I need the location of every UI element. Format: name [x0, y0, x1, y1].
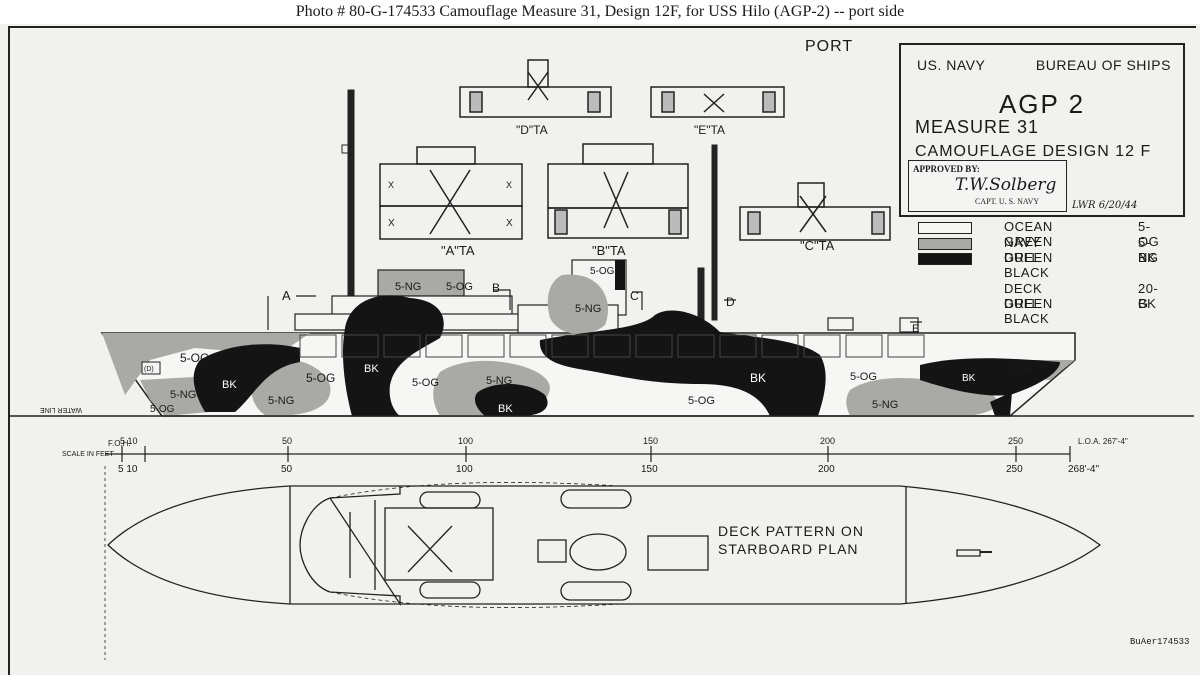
label-og-5: 5-OG — [446, 281, 473, 293]
legend-name: DULL BLACK — [1004, 296, 1050, 326]
photo-caption: Photo # 80-G-174533 Camouflage Measure 3… — [0, 0, 1200, 24]
archive-stamp: BuAer174533 — [1130, 637, 1190, 647]
measure-title: MEASURE 31 — [915, 117, 1040, 137]
section-e-label: "E"TA — [694, 123, 725, 137]
label-og-4: 5-OG — [412, 377, 439, 389]
legend-name: NAVY GREEN — [1004, 235, 1053, 265]
deck-note-line-2: STARBOARD PLAN — [718, 541, 859, 557]
legend-name: OCEAN GREEN — [1004, 219, 1053, 249]
tick-top-4: 200 — [820, 436, 835, 446]
deck-note-line-1: DECK PATTERN ON — [718, 523, 864, 539]
label-og-3: 5-OG — [306, 371, 335, 385]
svg-text:X: X — [506, 180, 512, 190]
waterline-label: WATER LINE — [40, 406, 82, 413]
label-ng-2: 5-NG — [268, 395, 294, 407]
ship-profile: (D) 5-OG 5-NG 5-OG BK 5-NG 5-OG BK 5-OG … — [100, 259, 1076, 417]
marker-a: A — [282, 288, 291, 303]
tick-bot-2: 100 — [456, 464, 473, 475]
hull-number: AGP 2 — [998, 89, 1086, 119]
svg-text:X: X — [388, 180, 394, 190]
scale-bar — [104, 446, 1071, 660]
marker-d: D — [726, 295, 735, 309]
label-ng-5: 5-NG — [575, 303, 601, 315]
legend-swatch — [918, 238, 972, 250]
label-og-8: 5-OG — [850, 371, 877, 383]
legend-code: 5-OG — [1138, 219, 1160, 249]
tick-bot-1: 50 — [281, 464, 293, 475]
approved-label: APPROVED BY: — [913, 164, 980, 174]
label-bk-5: BK — [962, 373, 976, 384]
label-ng-1: 5-NG — [170, 389, 196, 401]
legend-code: 5-NG — [1138, 235, 1159, 265]
marker-b: B — [492, 281, 500, 295]
tick-top-2: 100 — [458, 436, 473, 446]
tick-bot-4: 200 — [818, 464, 835, 475]
tick-bot-3: 150 — [641, 464, 658, 475]
section-d — [459, 59, 612, 118]
label-bk-4: BK — [750, 371, 766, 385]
label-og-6: 5-OG — [590, 266, 615, 277]
legend-name: DECK GREEN — [1004, 281, 1053, 311]
tick-top-0: 5 10 — [120, 436, 138, 446]
deck-plan — [107, 482, 1102, 608]
legend-code: 20-G — [1138, 281, 1159, 311]
foh-label: F.O.H. — [108, 439, 131, 448]
marker-e: E — [912, 323, 919, 335]
label-bk-3: BK — [498, 403, 513, 415]
legend-name: DULL BLACK — [1004, 250, 1050, 280]
tick-bot-5: 250 — [1006, 464, 1023, 475]
label-ng-3: 5-NG — [395, 281, 421, 293]
drafter-mark: LWR 6/20/44 — [1072, 200, 1138, 211]
title-block: US. NAVY BUREAU OF SHIPS AGP 2 MEASURE 3… — [899, 43, 1185, 217]
section-a: X X X X — [379, 146, 523, 240]
title-org-row: US. NAVY BUREAU OF SHIPS — [917, 57, 1171, 73]
loa-label: L.O.A. 267'-4" — [1078, 437, 1128, 446]
svg-text:X: X — [388, 218, 395, 229]
tick-bot-0: 5 10 — [118, 464, 138, 475]
loa-value: 268'-4" — [1068, 464, 1099, 475]
org-right: BUREAU OF SHIPS — [1035, 57, 1171, 73]
label-bk-1: BK — [222, 379, 237, 391]
legend-swatch — [918, 253, 972, 265]
label-og-7: 5-OG — [688, 395, 715, 407]
tick-top-5: 250 — [1008, 436, 1023, 446]
section-a-label: "A"TA — [441, 243, 475, 258]
section-markers — [267, 289, 922, 330]
deck-pattern-note: DECK PATTERN ON STARBOARD PLAN — [718, 522, 864, 558]
label-og-9: 5-OG — [1008, 364, 1033, 375]
label-ng-6: 5-NG — [872, 399, 898, 411]
svg-text:X: X — [506, 218, 513, 229]
section-b-label: "B"TA — [592, 243, 626, 258]
org-left: US. NAVY — [917, 57, 986, 73]
legend-code: BK — [1138, 296, 1157, 311]
label-og-2: 5-OG — [150, 404, 175, 415]
approver-rank: CAPT. U. S. NAVY — [975, 197, 1040, 206]
tick-top-1: 50 — [282, 436, 292, 446]
approval-stamp: APPROVED BY: T.W.Solberg CAPT. U. S. NAV… — [908, 160, 1067, 212]
view-label: PORT — [805, 38, 854, 55]
label-ng-4: 5-NG — [486, 375, 512, 387]
scale-label: SCALE IN FEET — [62, 451, 114, 458]
label-bk-2: BK — [364, 363, 379, 375]
legend-swatch — [918, 222, 972, 234]
section-c — [739, 182, 891, 241]
approver-signature: T.W.Solberg — [955, 175, 1057, 195]
section-d-label: "D"TA — [516, 123, 548, 137]
design-title: CAMOUFLAGE DESIGN 12 F — [915, 143, 1152, 160]
marker-c: C — [630, 289, 639, 303]
tick-top-3: 150 — [643, 436, 658, 446]
label-og-1: 5-OG — [180, 351, 209, 365]
section-b — [547, 143, 689, 239]
sheet-border — [8, 26, 1196, 675]
section-c-label: "C"TA — [800, 238, 835, 253]
section-e — [650, 86, 785, 118]
legend-code: BK — [1138, 250, 1157, 265]
bow-mark: (D) — [144, 366, 154, 373]
